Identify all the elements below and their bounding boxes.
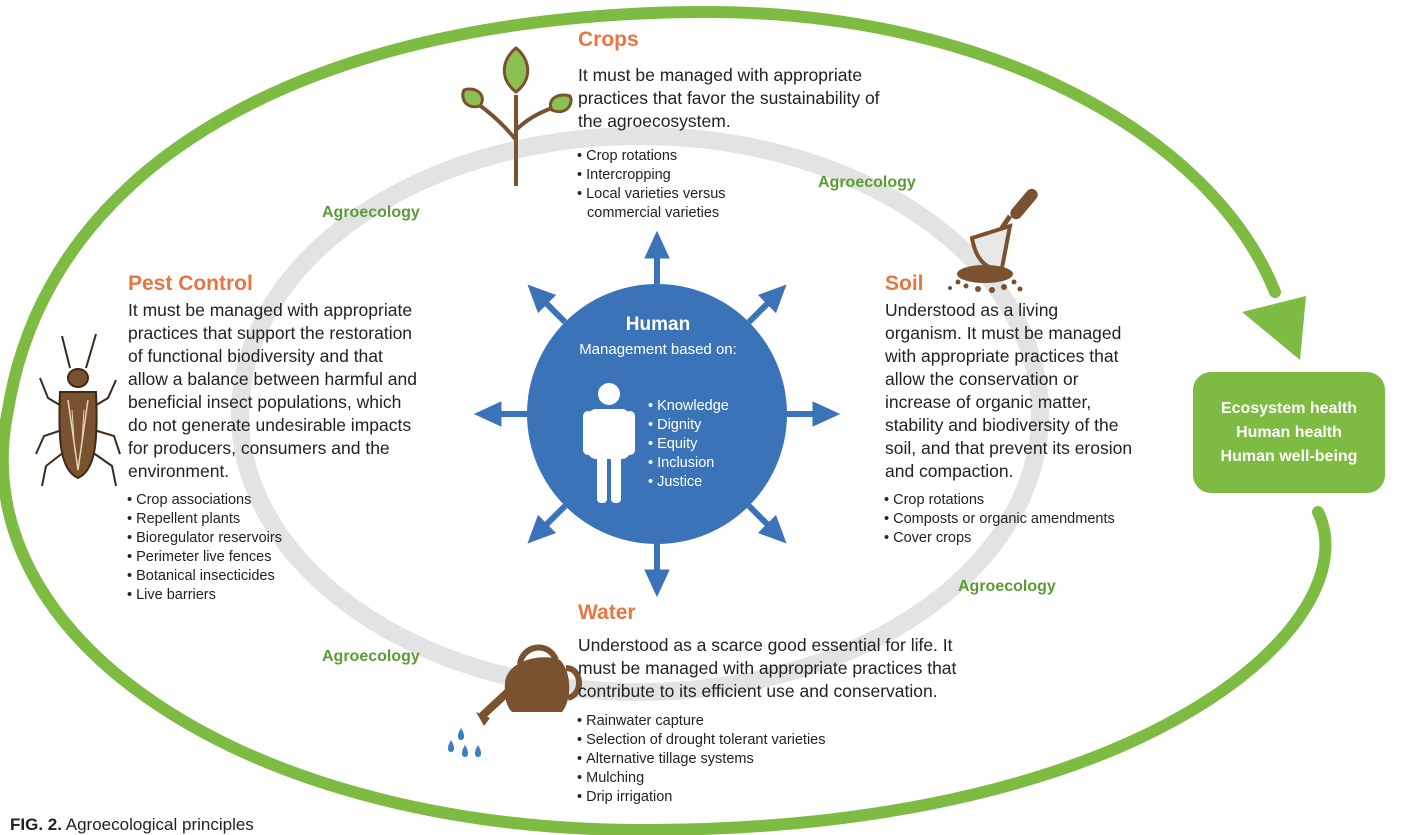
pest-control-practices-list: Crop associations Repellent plants Biore…: [127, 491, 282, 605]
inner-cycle-ring: [231, 127, 1049, 701]
pest-control-heading: Pest Control: [128, 272, 253, 295]
trowel-soil-icon: [948, 188, 1038, 293]
list-item: Mulching: [577, 769, 826, 788]
soil-line: allow the conservation or: [885, 369, 1079, 389]
water-description: Understood as a scarce good essential fo…: [578, 634, 998, 703]
hub-arrows: [473, 230, 841, 598]
list-item: Equity: [648, 435, 729, 454]
list-item: Rainwater capture: [577, 712, 826, 731]
list-item: Knowledge: [648, 397, 729, 416]
plant-icon: [461, 46, 573, 186]
pest-control-line: for producers, consumers and the: [128, 438, 390, 458]
soil-line: with appropriate practices that: [885, 346, 1119, 366]
list-item: Justice: [648, 473, 729, 492]
soil-description: Understood as a living organism. It must…: [885, 299, 1185, 483]
list-item: Intercropping: [577, 166, 726, 185]
watering-can-icon: [447, 644, 582, 757]
pest-control-description: It must be managed with appropriate prac…: [128, 299, 468, 483]
list-item: Selection of drought tolerant varieties: [577, 731, 825, 750]
list-item: Crop rotations: [577, 147, 726, 166]
pest-control-line: allow a balance between harmful and: [128, 369, 417, 389]
list-item: Repellent plants: [127, 510, 282, 529]
figure-label: FIG. 2.: [10, 815, 62, 834]
outer-ring-arrowhead: [1242, 296, 1306, 360]
crops-description: It must be managed with appropriate prac…: [578, 64, 938, 133]
list-item: Composts or organic amendments: [884, 510, 1115, 529]
crops-practices-list: Crop rotations Intercropping Local varie…: [577, 147, 726, 204]
human-subtitle: Management based on:: [579, 341, 737, 358]
soil-line: stability and biodiversity of the: [885, 415, 1119, 435]
list-item: Crop rotations: [884, 491, 1115, 510]
list-item: Alternative tillage systems: [577, 750, 826, 769]
water-line: contribute to its efficient use and cons…: [578, 681, 938, 701]
water-line: must be managed with appropriate practic…: [578, 658, 957, 678]
water-heading: Water: [578, 601, 636, 624]
soil-line: organism. It must be managed: [885, 323, 1122, 343]
outer-cycle-ring: [0, 5, 1332, 835]
list-item: Dignity: [648, 416, 729, 435]
outcome-ecosystem-health: Ecosystem health: [1220, 399, 1358, 417]
pest-control-line: It must be managed with appropriate: [128, 300, 413, 320]
agroecology-label-bottom-right: Agroecology: [958, 578, 1056, 595]
crops-line: practices that favor the sustainability …: [578, 88, 880, 108]
crops-line: the agroecosystem.: [578, 111, 731, 131]
pest-control-line: of functional biodiversity and that: [128, 346, 383, 366]
water-practices-list: Rainwater capture Selection of drought t…: [577, 712, 826, 807]
soil-heading: Soil: [885, 272, 924, 295]
person-icon: [583, 383, 635, 503]
water-line: Understood as a scarce good essential fo…: [578, 635, 953, 655]
agroecology-label-bottom-left: Agroecology: [322, 648, 420, 665]
list-item: Inclusion: [648, 454, 729, 473]
list-item: Drip irrigation: [577, 788, 826, 807]
list-item: Crop associations: [127, 491, 282, 510]
list-item: Cover crops: [884, 529, 1115, 548]
agroecology-label-top-right: Agroecology: [818, 174, 916, 191]
human-values-list: Knowledge Dignity Equity Inclusion Justi…: [648, 397, 729, 492]
agroecology-label-top-left: Agroecology: [322, 204, 420, 221]
outcome-human-well-being: Human well-being: [1220, 447, 1358, 465]
soil-line: Understood as a living: [885, 300, 1059, 320]
insect-icon: [35, 333, 121, 487]
list-item: Botanical insecticides: [127, 567, 282, 586]
human-title: Human: [625, 314, 691, 335]
soil-line: increase of organic matter,: [885, 392, 1092, 412]
figure-caption-text: Agroecological principles: [65, 815, 254, 834]
pest-control-line: environment.: [128, 461, 230, 481]
figure-caption: FIG. 2. Agroecological principles: [10, 815, 254, 835]
pest-control-line: beneficial insect populations, which: [128, 392, 402, 412]
crops-line: It must be managed with appropriate: [578, 65, 863, 85]
outcome-box: Ecosystem health Human health Human well…: [1193, 372, 1385, 493]
crops-bullet-continuation: commercial varieties: [587, 205, 720, 221]
pest-control-line: do not generate undesirable impacts: [128, 415, 412, 435]
crops-heading: Crops: [578, 28, 639, 51]
pest-control-line: practices that support the restoration: [128, 323, 413, 343]
list-item: Local varieties versus: [577, 185, 725, 204]
list-item: Live barriers: [127, 586, 282, 605]
list-item: Perimeter live fences: [127, 548, 282, 567]
list-item: Bioregulator reservoirs: [127, 529, 282, 548]
soil-line: soil, and that prevent its erosion: [885, 438, 1133, 458]
outcome-human-health: Human health: [1236, 423, 1342, 441]
soil-practices-list: Crop rotations Composts or organic amend…: [884, 491, 1115, 548]
soil-line: and compaction.: [885, 461, 1014, 481]
